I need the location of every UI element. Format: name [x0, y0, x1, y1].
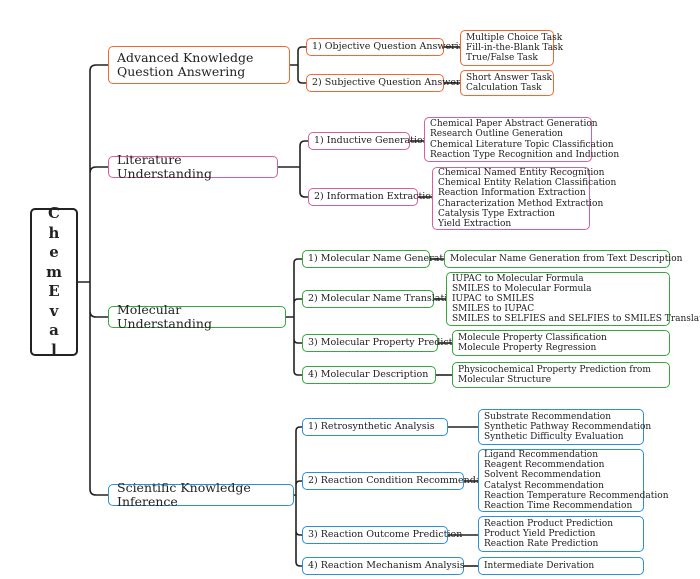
leaf-group: Multiple Choice Task Fill-in-the-Blank T… — [460, 30, 564, 66]
leaf-item: Catalysis Type Extraction — [438, 208, 555, 219]
subcategory-label: 2) Information Extraction — [314, 190, 438, 202]
root-connector — [78, 64, 108, 496]
subcategory-label: 1) Inductive Generation — [314, 134, 429, 146]
leaf-item: Molecular Name Generation from Text Desc… — [450, 253, 683, 264]
category-connector — [286, 258, 302, 376]
category-literature-understanding: Literature Understanding — [108, 152, 278, 181]
subcategory-molecular-property-prediction: 3) Molecular Property Prediction — [302, 334, 467, 352]
subcategory-molecular-name-translation: 2) Molecular Name Translation — [302, 290, 459, 308]
category-label: Scientific Knowledge Inference — [117, 480, 251, 509]
leaf-item: Multiple Choice Task — [466, 32, 563, 43]
subcategory-label: 2) Subjective Question Answering — [312, 76, 476, 88]
leaf-item: Reaction Time Recommendation — [484, 500, 633, 511]
leaf-item: Molecule Property Classification — [458, 332, 607, 343]
root-letter: h — [48, 223, 60, 242]
leaf-item: Chemical Entity Relation Classification — [438, 178, 617, 189]
subcategory-reaction-outcome-prediction: 3) Reaction Outcome Prediction — [302, 526, 462, 544]
leaf-item: Characterization Method Extraction — [438, 198, 604, 209]
root-letter: e — [49, 243, 59, 261]
leaf-group: Substrate Recommendation Synthetic Pathw… — [478, 409, 652, 445]
subcategory-objective-qa: 1) Objective Question Answering — [306, 38, 471, 56]
category-scientific-knowledge-inference: Scientific Knowledge Inference — [108, 480, 294, 509]
root-node: C h e m E v a l — [30, 204, 78, 359]
leaf-group: Molecular Name Generation from Text Desc… — [444, 250, 683, 268]
root-letter: a — [49, 321, 59, 339]
leaf-item: SMILES to SELFIES and SELFIES to SMILES … — [452, 314, 700, 325]
subcategory-label: 4) Reaction Mechanism Analysis — [308, 559, 465, 571]
leaf-item: Substrate Recommendation — [484, 411, 612, 422]
root-letter: l — [51, 340, 57, 359]
root-letter: C — [48, 204, 60, 222]
category-connector — [294, 426, 302, 567]
subcategory-label: 1) Objective Question Answering — [312, 40, 471, 52]
leaf-item: Reaction Information Extraction — [438, 188, 586, 199]
leaf-item: Research Outline Generation — [430, 129, 563, 140]
leaf-item: IUPAC to Molecular Formula — [452, 273, 584, 284]
leaf-item: Molecule Property Regression — [458, 343, 597, 353]
subcategory-information-extraction: 2) Information Extraction — [308, 188, 437, 206]
category-molecular-understanding: Molecular Understanding — [108, 302, 286, 331]
leaf-group: Molecule Property Classification Molecul… — [452, 330, 670, 356]
leaf-group: Reaction Product Prediction Product Yiel… — [478, 516, 644, 552]
subcategory-inductive-generation: 1) Inductive Generation — [308, 132, 429, 150]
subcategory-label: 1) Molecular Name Generation — [308, 252, 459, 264]
leaf-item: Product Yield Prediction — [484, 528, 596, 539]
leaf-item: Reagent Recommendation — [484, 460, 605, 471]
leaf-item: Solvent Recommendation — [484, 470, 601, 481]
subcategory-molecular-name-generation: 1) Molecular Name Generation — [302, 250, 458, 268]
leaf-item: Chemical Named Entity Recognition — [438, 168, 605, 179]
leaf-group: IUPAC to Molecular Formula SMILES to Mol… — [446, 272, 700, 326]
leaf-item: Reaction Product Prediction — [484, 518, 614, 529]
leaf-item: SMILES to Molecular Formula — [452, 283, 592, 294]
leaf-item: Yield Extraction — [438, 218, 512, 229]
leaf-group: Chemical Named Entity Recognition Chemic… — [432, 167, 617, 230]
leaf-item: Reaction Temperature Recommendation — [484, 490, 669, 501]
subcategory-label: 3) Reaction Outcome Prediction — [308, 528, 463, 540]
leaf-item: Physicochemical Property Prediction from… — [458, 364, 651, 385]
leaf-item: SMILES to IUPAC — [452, 304, 535, 315]
leaf-item: Synthetic Difficulty Evaluation — [484, 432, 624, 443]
subcategory-label: 1) Retrosynthetic Analysis — [308, 420, 435, 432]
leaf-group: Intermediate Derivation — [478, 557, 644, 575]
leaf-item: True/False Task — [466, 53, 538, 64]
category-label: Molecular Understanding — [117, 302, 212, 331]
subcategory-label: 2) Molecular Name Translation — [308, 292, 460, 304]
leaf-item: Ligand Recommendation — [484, 450, 598, 461]
subcategory-label: 4) Molecular Description — [308, 368, 429, 380]
category-connector — [290, 46, 306, 84]
leaf-item: Fill-in-the-Blank Task — [466, 42, 564, 53]
subcategory-subjective-qa: 2) Subjective Question Answering — [306, 74, 476, 92]
root-letter: m — [46, 262, 62, 281]
root-letter: v — [49, 301, 59, 320]
subcategory-retrosynthetic-analysis: 1) Retrosynthetic Analysis — [302, 418, 448, 436]
leaf-item: Reaction Type Recognition and Induction — [430, 149, 620, 160]
leaf-item: Chemical Literature Topic Classification — [430, 139, 614, 150]
leaf-item: IUPAC to SMILES — [452, 293, 535, 304]
category-label: Literature Understanding — [117, 152, 212, 181]
leaf-item: Synthetic Pathway Recommendation — [484, 421, 652, 432]
leaf-item: Calculation Task — [466, 83, 542, 93]
category-advanced-knowledge-qa: Advanced Knowledge Question Answering — [108, 46, 290, 84]
subcategory-label: 3) Molecular Property Prediction — [308, 336, 468, 348]
subcategory-label: 2) Reaction Condition Recommendation — [308, 474, 501, 486]
leaf-item: Short Answer Task — [466, 72, 553, 83]
subcategory-molecular-description: 4) Molecular Description — [302, 366, 436, 384]
leaf-item: Catalyst Recommendation — [484, 480, 604, 491]
leaf-item: Reaction Rate Prediction — [484, 539, 599, 550]
root-letter: E — [48, 282, 60, 300]
subcategory-reaction-mechanism-analysis: 4) Reaction Mechanism Analysis — [302, 557, 465, 575]
leaf-group: Short Answer Task Calculation Task — [460, 70, 554, 96]
category-connector — [278, 140, 308, 198]
leaf-group: Chemical Paper Abstract Generation Resea… — [424, 117, 620, 162]
leaf-group: Physicochemical Property Prediction from… — [452, 362, 670, 388]
subcategory-reaction-condition-recommendation: 2) Reaction Condition Recommendation — [302, 472, 500, 490]
leaf-item: Chemical Paper Abstract Generation — [430, 119, 598, 130]
category-label: Advanced Knowledge Question Answering — [117, 50, 254, 79]
leaf-group: Ligand Recommendation Reagent Recommenda… — [478, 449, 669, 512]
leaf-item: Intermediate Derivation — [484, 560, 595, 571]
